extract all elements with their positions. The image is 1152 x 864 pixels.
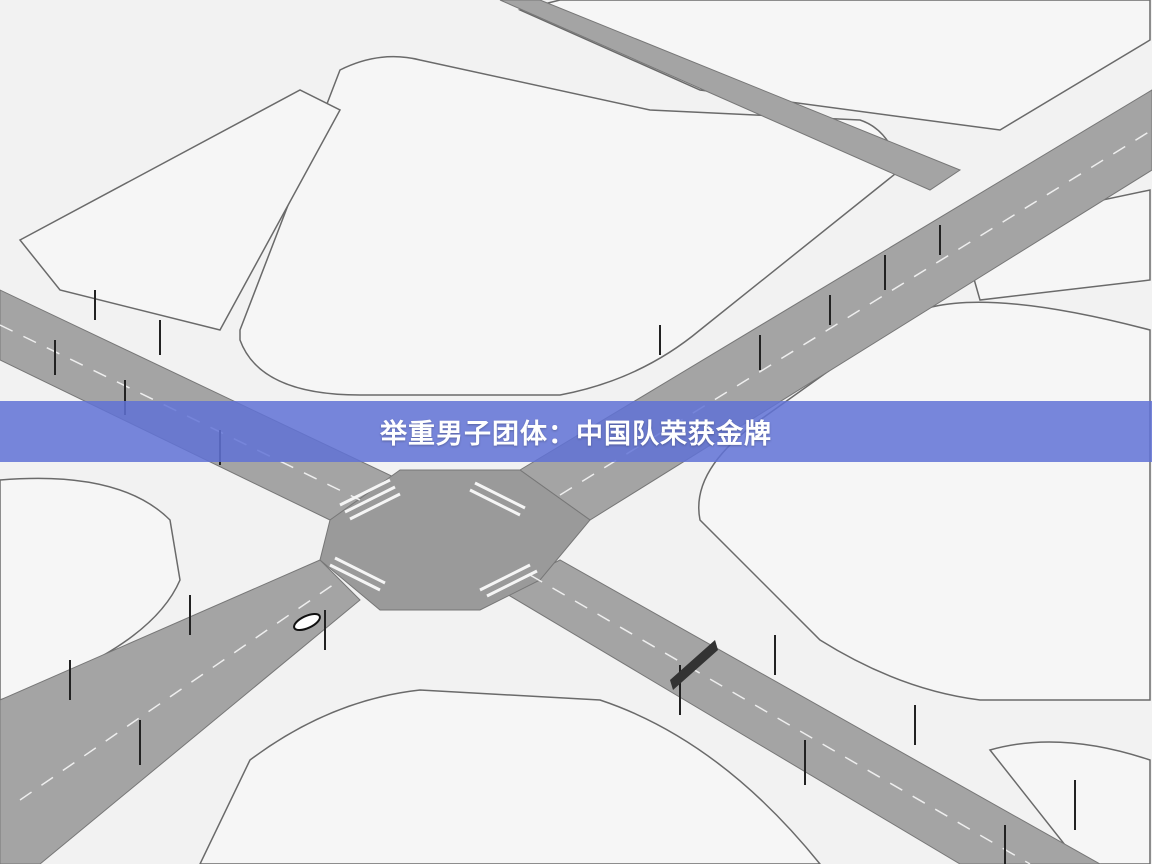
caption-text: 举重男子团体：中国队荣获金牌 [380, 419, 772, 450]
caption-banner: 举重男子团体：中国队荣获金牌 [0, 401, 1152, 462]
